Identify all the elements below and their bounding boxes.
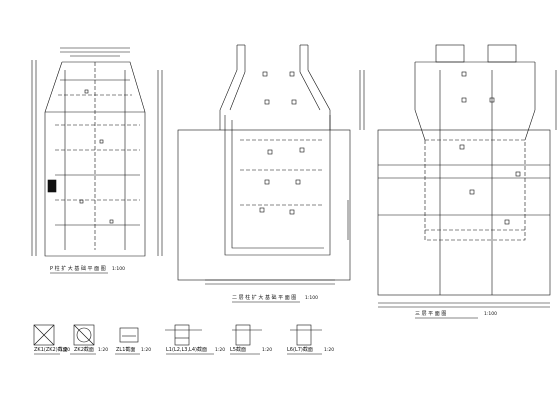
detail-3-label: ZL1截面 [116, 346, 135, 353]
plan-view-2 [177, 44, 365, 303]
detail-2-scale: 1:20 [98, 347, 108, 353]
detail-4-scale: 1:20 [215, 347, 225, 353]
view2-title: 二 层 柱 扩 大 基 础 平 面 图 [232, 294, 296, 301]
plan-view-3 [377, 44, 557, 319]
detail-6-label: L6(L7)截面 [287, 346, 313, 353]
detail-3-scale: 1:20 [141, 347, 151, 353]
detail-5-label: L5截面 [230, 346, 246, 353]
view3-scale: 1:100 [484, 311, 497, 317]
detail-1-label: ZK1(ZK2)截面 [34, 346, 68, 353]
view1-title: P 柱 扩 大 基 础 平 面 图 [50, 265, 106, 272]
detail-1-scale: 1:20 [60, 347, 70, 353]
plan-view-1 [31, 47, 163, 274]
section-details [33, 324, 322, 355]
detail-6-scale: 1:20 [324, 347, 334, 353]
view1-scale: 1:100 [112, 266, 125, 272]
view3-title: 三 层 平 面 图 [415, 311, 446, 317]
detail-5-scale: 1:20 [262, 347, 272, 353]
view2-scale: 1:100 [305, 295, 318, 301]
detail-4-label: L1(L2,L3,L4)截面 [166, 346, 207, 353]
detail-2-label: ZK2截面 [74, 346, 94, 353]
